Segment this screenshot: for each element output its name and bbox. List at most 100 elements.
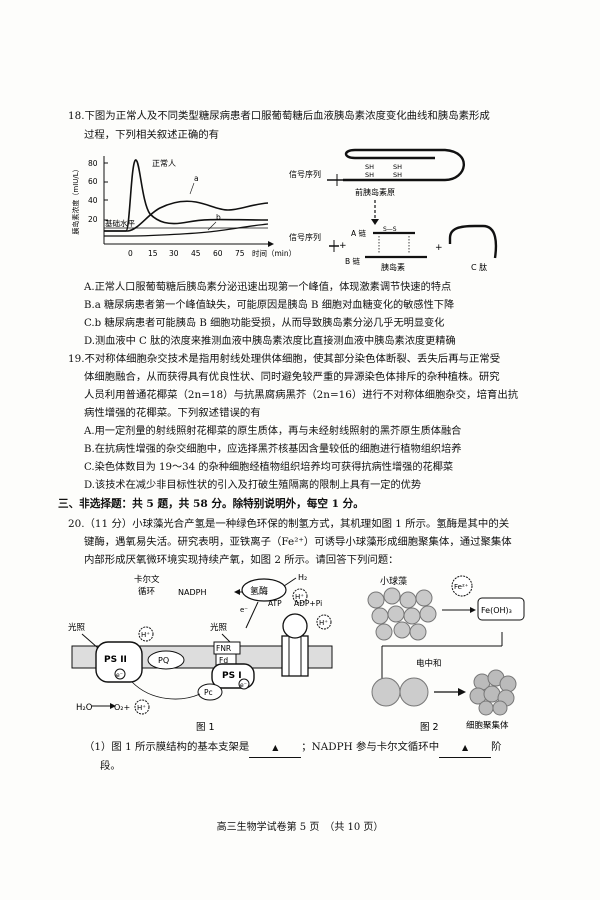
q18-stem: 18.下图为正常人及不同类型糖尿病患者口服葡萄糖后血液胰岛素浓度变化曲线和胰岛素…: [68, 110, 490, 122]
q20-line-2: 键酶，遇氧易失活。研究表明，亚铁离子（Fe²⁺）可诱导小球藻形成细胞聚集体，通过…: [84, 536, 512, 548]
q18-option-b: B.a 糖尿病患者第一个峰值缺失，可能原因是胰岛 B 细胞对血糖变化的敏感性下降: [84, 300, 455, 311]
atp-label: ATP: [268, 599, 282, 608]
e-label-1: e⁻: [240, 606, 248, 614]
ss-top: S—S: [383, 226, 397, 233]
figure-1-thylakoid: 卡尔文 循环 NADPH 氢酶 H₂ H⁺ e⁻ 光照 光照 H⁺ PS II …: [68, 573, 333, 733]
h-plus-bottom: H⁺: [137, 704, 146, 712]
sh-4: SH: [393, 171, 402, 179]
precursor-label: 前胰岛素原: [355, 187, 395, 197]
feoh-label: Fe(OH)₃: [481, 606, 512, 615]
q19-option-c: C.染色体数目为 19～34 的杂种细胞经植物组织培养均可获得抗病性增强的花椰菜: [84, 462, 454, 473]
q18-option-c: C.b 糖尿病患者可能胰岛 B 细胞功能受损，从而导致胰岛素分泌几乎无明显变化: [84, 318, 445, 329]
answer-blank-1[interactable]: ▲: [249, 738, 302, 758]
nadph-label: NADPH: [178, 588, 206, 597]
answer-blank-2[interactable]: ▲: [439, 738, 492, 758]
pc-carrier: [197, 683, 223, 701]
fig1-caption: 图 1: [196, 722, 215, 733]
q18-option-d: D.测血液中 C 肽的浓度来推测血液中胰岛素浓度比直接测血液中胰岛素浓度更精确: [84, 336, 456, 347]
ps1-label: PS I: [222, 671, 242, 681]
ytick-40: 40: [88, 196, 98, 205]
q19-line-4: 病性增强的花椰菜。下列叙述错误的有: [84, 407, 261, 419]
q19-option-b: B.在抗病性增强的杂交细胞中，应选择黑芥核基因含量较低的细胞进行植物组织培养: [84, 444, 462, 455]
label-b: b: [216, 213, 221, 222]
graph-xlabel: 时间（min）: [252, 248, 296, 258]
sh-2: SH: [393, 163, 402, 171]
pq-carrier: [147, 650, 185, 670]
page-footer: 高三生物学试卷第 5 页 （共 10 页）: [216, 822, 384, 833]
xtick-0: 0: [128, 249, 133, 258]
signal-seq-bottom: 信号序列: [289, 232, 321, 242]
q20-line-3: 内部形成厌氧微环境实现持续产氧，如图 2 所示。请回答下列问题：: [84, 554, 399, 566]
sh-3: SH: [365, 171, 374, 179]
h-plus-mid: H⁺: [141, 631, 150, 639]
hydrogenase-shape: [241, 578, 287, 602]
q18-option-a: A.正常人口服葡萄糖后胰岛素分泌迅速出现第一个峰值，体现激素调节快速的特点: [84, 282, 452, 293]
fd-label: Fd: [219, 656, 228, 665]
q19-line-3: 人员利用普通花椰菜（2n=18）与抗黑腐病黑芥（2n=16）进行不对称体细胞杂交…: [84, 389, 519, 401]
q20-sub1: （1）图 1 所示膜结构的基本支架是▲；NADPH 参与卡尔文循环中▲阶: [84, 738, 501, 758]
xtick-15: 15: [148, 249, 158, 258]
aggregate-label: 细胞聚集体: [466, 720, 509, 731]
ytick-60: 60: [88, 177, 98, 186]
pq-label: PQ: [158, 656, 169, 665]
q18-stem-cont: 过程，下列相关叙述正确的有: [84, 129, 220, 141]
xtick-30: 30: [169, 249, 179, 258]
ps2-complex: [95, 641, 143, 683]
fig2-caption: 图 2: [420, 722, 439, 733]
fnr-label: FNR: [216, 644, 231, 653]
q20-line-1: 20.（11 分）小球藻光合产氢是一种绿色环保的制氢方式，其机理如图 1 所示。…: [68, 518, 510, 530]
e-label-3: e⁻: [240, 682, 247, 689]
e-label-2: e⁻: [116, 672, 123, 679]
hydrogenase-label: 氢酶: [250, 585, 268, 597]
insulin-curve-graph: 胰岛素浓度（mIU/L） 80 60 40 20 基础水平 0 15 30 45…: [71, 156, 296, 258]
sub1-part-a: （1）图 1 所示膜结构的基本支架是: [84, 741, 250, 753]
label-a: a: [194, 174, 199, 183]
q19-option-a: A.用一定剂量的射线照射花椰菜的原生质体，再与未经射线照射的黑芥原生质体融合: [84, 426, 462, 437]
cell-aggregate: [469, 669, 517, 716]
plus-sign: +: [339, 241, 347, 251]
figure-2-aggregation: 小球藻 Fe²⁺ Fe(OH)₃ 电中和 细胞聚集体 图 2: [367, 575, 525, 733]
sub1-part-d: 段。: [100, 760, 121, 772]
cell-1: [371, 677, 401, 707]
graph-ylabel: 胰岛素浓度（mIU/L）: [71, 165, 80, 234]
signal-seq-top: 信号序列: [289, 169, 321, 179]
chlorella-label: 小球藻: [380, 575, 407, 587]
atp-synthase: [281, 635, 309, 677]
q19-line-2: 体细胞融合，从而获得具有优良性状、同时避免较严重的异源染色体排斥的杂种植株。研究: [84, 371, 500, 383]
chain-b-label: B 链: [345, 256, 361, 266]
chain-a-label: A 链: [351, 228, 367, 238]
curve-a: [104, 200, 269, 232]
o2-label: O₂+: [114, 703, 130, 712]
ps2-label: PS II: [104, 655, 127, 665]
sub1-part-b: ；NADPH 参与卡尔文循环中: [301, 741, 440, 753]
q19-line-1: 19.不对称体细胞杂交技术是指用射线处理供体细胞，使其部分染色体断裂、丢失后再与…: [68, 353, 501, 365]
ytick-80: 80: [88, 159, 98, 168]
curve-b: [104, 223, 269, 237]
ytick-20: 20: [88, 215, 98, 224]
pc-label: Pc: [204, 688, 213, 697]
h2o-label: H₂O: [76, 703, 93, 713]
c-peptide-shape: [448, 224, 498, 259]
calvin-label: 卡尔文: [134, 574, 160, 585]
insulin-formation-diagram: 信号序列 SH SH SH SH 前胰岛素原 信号序列 + A 链 S—S B …: [289, 148, 498, 272]
section-heading: 三、非选择题：共 5 题，共 58 分。除特别说明外，每空 1 分。: [58, 498, 364, 510]
baseline-label: 基础水平: [105, 218, 135, 228]
sub1-part-c: 阶: [491, 741, 502, 753]
h-plus-right: H⁺: [319, 619, 328, 627]
cell-2: [399, 677, 429, 707]
h-plus-top: H⁺: [295, 593, 304, 601]
sh-1: SH: [365, 163, 374, 171]
plus-sign-2: +: [435, 243, 443, 253]
fe-label: Fe²⁺: [454, 583, 469, 591]
q19-option-d: D.该技术在减少非目标性状的引入及打破生殖隔离的限制上具有一定的优势: [84, 480, 422, 491]
c-peptide-label: C 肽: [471, 262, 487, 272]
neutral-label: 电中和: [416, 658, 442, 669]
label-normal: 正常人: [152, 159, 176, 168]
light-label-1: 光照: [68, 622, 86, 633]
curve-normal: [104, 159, 269, 232]
calvin-label-2: 循环: [138, 586, 156, 597]
light-label-2: 光照: [210, 622, 228, 633]
xtick-45: 45: [191, 249, 201, 258]
feoh-box: [477, 597, 525, 621]
chlorella-cells: [367, 587, 437, 641]
